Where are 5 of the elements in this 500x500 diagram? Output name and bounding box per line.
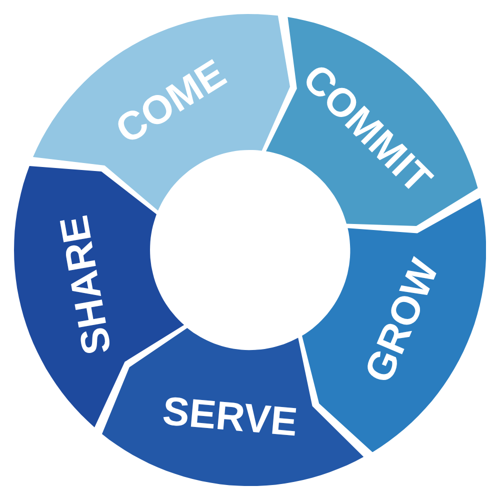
arrow-segment — [266, 17, 478, 226]
arrow-segment — [302, 198, 486, 452]
segment-label: SERVE — [160, 390, 298, 443]
arrow-segment — [33, 14, 290, 211]
segment-label: SHARE — [54, 212, 118, 358]
